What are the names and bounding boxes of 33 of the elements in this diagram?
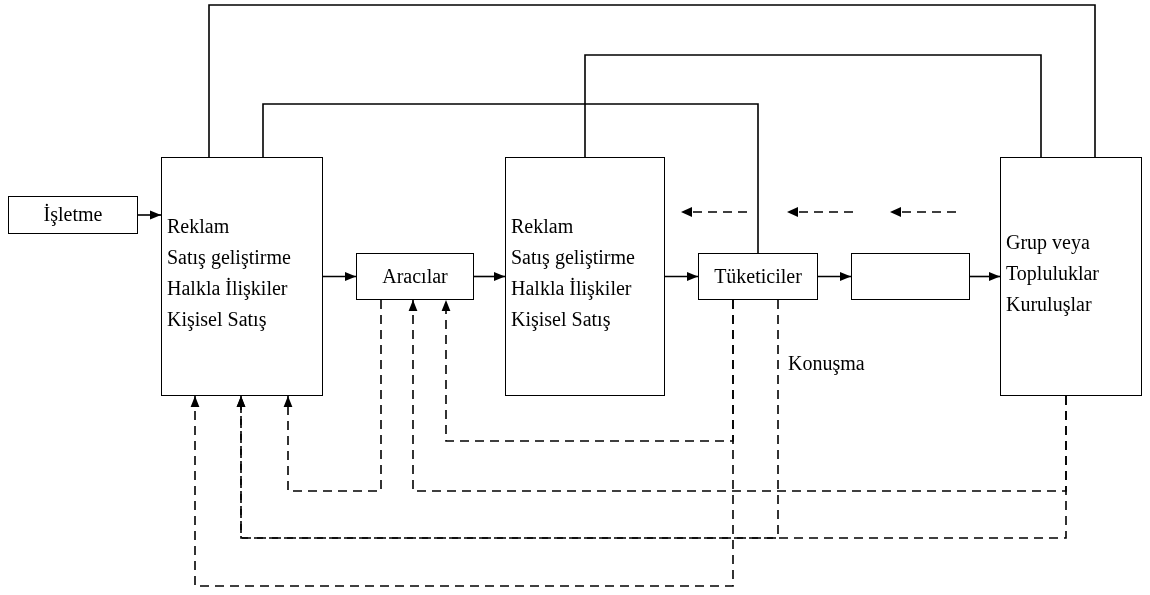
dashed-arrow bbox=[283, 299, 382, 492]
box-label: Reklam bbox=[167, 214, 231, 239]
box-label: Halkla İlişkiler bbox=[511, 276, 633, 302]
box-label: Reklam bbox=[511, 214, 575, 239]
arrow bbox=[473, 272, 506, 281]
dashed-arrow bbox=[441, 299, 734, 442]
arrow bbox=[969, 272, 1001, 281]
arrow bbox=[664, 272, 699, 281]
process-box bbox=[505, 157, 665, 396]
connector-line bbox=[262, 103, 759, 254]
box-label: Satış geliştirme bbox=[167, 245, 292, 271]
box-label: Aracılar bbox=[381, 264, 449, 289]
arrow bbox=[137, 210, 162, 220]
dashed-arrow bbox=[190, 299, 734, 587]
arrow bbox=[322, 272, 357, 281]
process-box bbox=[8, 196, 138, 234]
box-label: Grup veya Topluluklar Kuruluşlar bbox=[1006, 230, 1101, 318]
box-label: İşletme bbox=[42, 202, 104, 228]
box-label: Satış geliştirme bbox=[511, 245, 636, 271]
empty-box bbox=[851, 253, 970, 300]
box-label: Kişisel Satış bbox=[167, 307, 268, 333]
process-box bbox=[356, 253, 474, 300]
box-label: Kişisel Satış bbox=[511, 307, 612, 333]
connector-line bbox=[208, 4, 1096, 158]
dashed-arrow bbox=[236, 299, 779, 539]
connector-line bbox=[584, 54, 1042, 158]
box-label: Halkla İlişkiler bbox=[167, 276, 289, 302]
arrow bbox=[817, 272, 852, 281]
process-box bbox=[1000, 157, 1142, 396]
dashed-arrow bbox=[408, 299, 1067, 492]
process-box bbox=[698, 253, 818, 300]
box-label: Tüketiciler bbox=[713, 264, 803, 289]
process-box bbox=[161, 157, 323, 396]
